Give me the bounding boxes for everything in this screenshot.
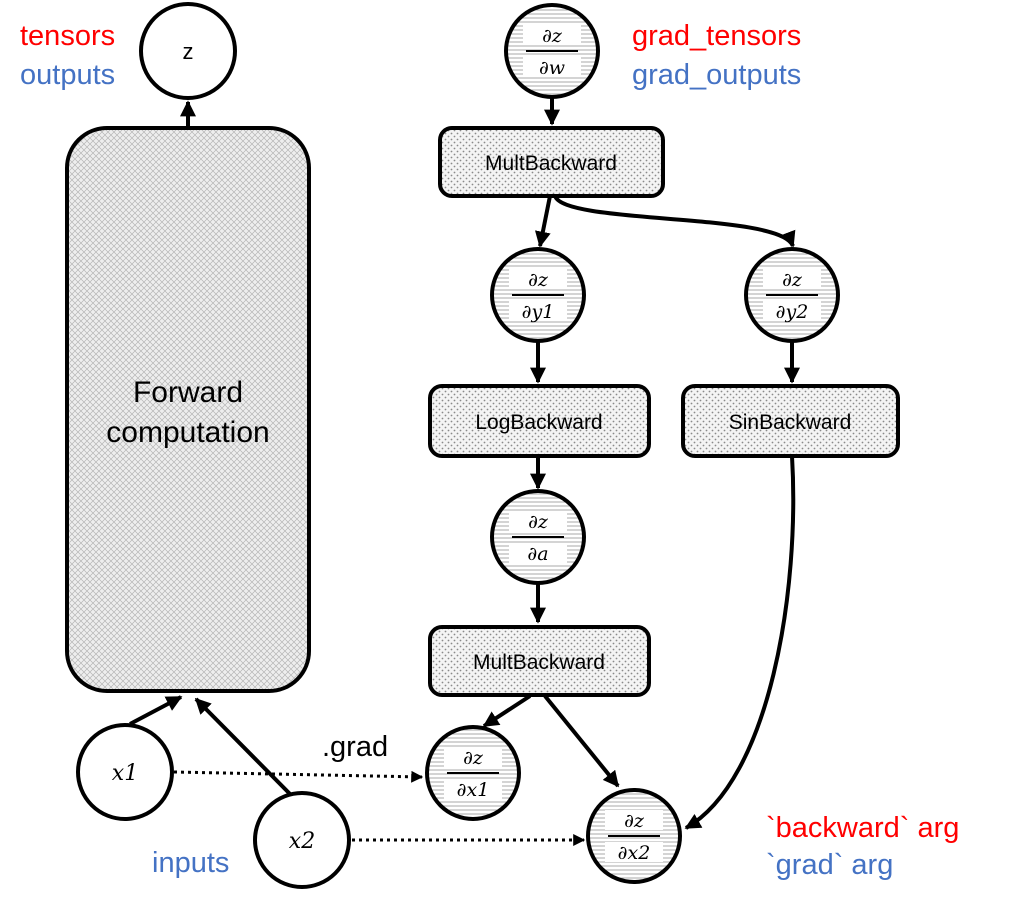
mult-backward-bottom-label: MultBackward [473,651,605,674]
input-node-x2 [253,791,351,889]
forward-computation-box [65,126,311,693]
dzda-numerator: ∂z [528,511,549,533]
log-backward-label: LogBackward [475,411,602,434]
legend-outputs: outputs [20,59,115,91]
input-node-x1-label: x1 [112,761,138,786]
sin-backward-label: SinBackward [729,411,852,434]
edge-mult-bottom-to-dzdx2 [543,694,620,788]
edge-x2-to-forward [194,697,292,796]
mult-backward-top-label: MultBackward [485,152,617,175]
grad-node-dzdw: ∂z ∂w [504,3,600,99]
edge-mult-top-to-dzdy1 [534,195,552,248]
dzdw-denominator: ∂w [539,57,565,79]
dzdx2-denominator: ∂x2 [618,842,651,864]
sin-backward-box [681,384,900,458]
dzdx2-numerator: ∂z [624,810,645,832]
log-backward-box [428,384,651,458]
inputs-label: inputs [152,847,229,879]
grad-node-dzdx2: ∂z ∂x2 [586,788,682,884]
dzdy1-numerator: ∂z [528,269,549,291]
legend-grad-arg: `grad` arg [766,849,893,881]
legend-grad-tensors: grad_tensors [632,20,801,52]
edge-x1-to-forward [129,695,183,726]
grad-node-dzdy1: ∂z ∂y1 [490,247,586,343]
legend-grad-outputs: grad_outputs [632,59,801,91]
dzda-denominator: ∂a [527,543,548,565]
dzdx1-numerator: ∂z [463,747,484,769]
legend-tensors: tensors [20,20,115,52]
edge-mult-bottom-to-dzdx1 [482,694,532,728]
dzdy1-denominator: ∂y1 [522,301,555,323]
edge-mult-top-to-dzdy2 [553,194,796,248]
mult-backward-top-box [438,126,665,198]
dzdw-numerator: ∂z [542,25,563,47]
grad-node-dzda: ∂z ∂a [490,489,586,585]
forward-label-line1: Forward [133,376,243,409]
input-node-x1 [76,723,174,821]
grad-node-dzdx1: ∂z ∂x1 [425,725,521,821]
grad-link-x1 [173,770,424,783]
output-node-z-label: z [183,39,194,64]
output-node-z [139,2,237,100]
dzdy2-numerator: ∂z [782,269,803,291]
edge-sin-to-dzdx2 [684,455,796,830]
mult-backward-bottom-box [428,625,651,697]
legend-backward-arg: `backward` arg [766,812,959,844]
forward-label-line2: computation [106,416,269,449]
dzdy2-denominator: ∂y2 [776,301,809,323]
input-node-x2-label: x2 [289,829,315,854]
dzdx1-denominator: ∂x1 [457,779,490,801]
grad-label: .grad [322,731,388,763]
grad-node-dzdy2: ∂z ∂y2 [744,247,840,343]
